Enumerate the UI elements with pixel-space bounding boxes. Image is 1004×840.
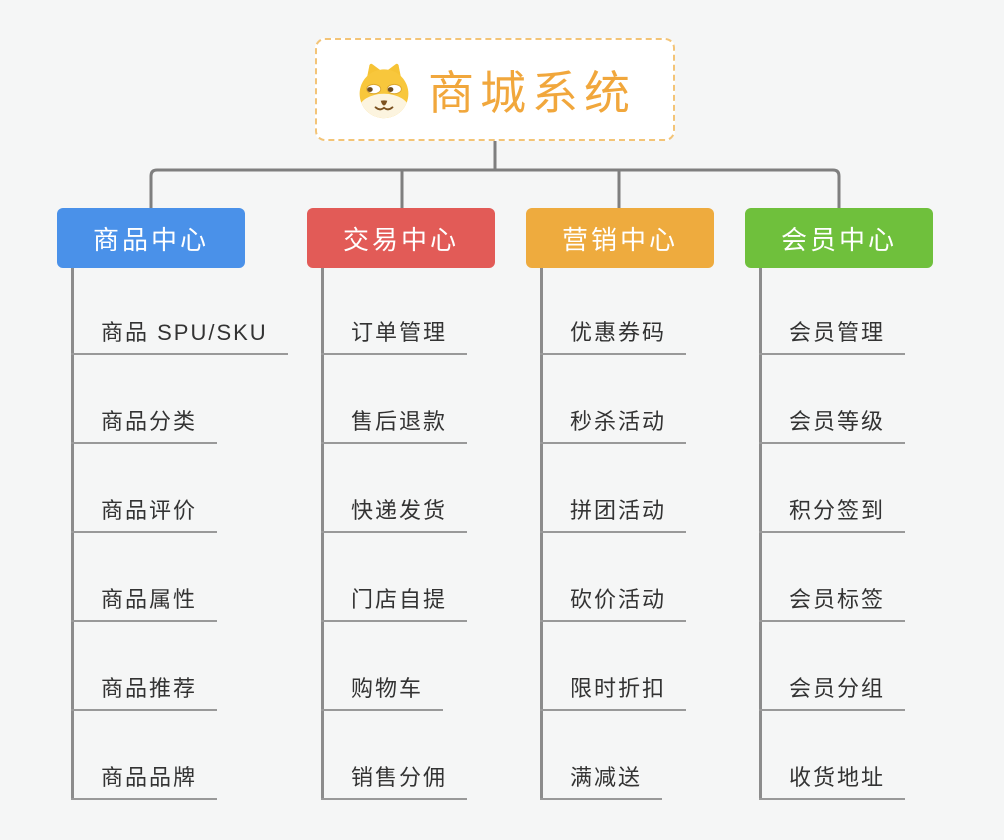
leaf-node[interactable]: 订单管理 — [321, 319, 468, 355]
leaf-node[interactable]: 会员管理 — [759, 319, 906, 355]
branch-member-center: 会员中心 会员管理 会员等级 积分签到 会员标签 会员分组 收货地址 — [745, 208, 985, 808]
leaf-node[interactable]: 满减送 — [540, 764, 663, 800]
leaf-node[interactable]: 售后退款 — [321, 408, 468, 444]
leaf-node[interactable]: 商品 SPU/SKU — [71, 319, 288, 355]
leaf-node[interactable]: 积分签到 — [759, 497, 906, 533]
branch-trunk-line — [540, 268, 543, 800]
dog-face-icon — [359, 63, 409, 118]
branch-product-center: 商品中心 商品 SPU/SKU 商品分类 商品评价 商品属性 商品推荐 商品品牌 — [57, 208, 297, 808]
leaf-node[interactable]: 商品推荐 — [71, 675, 218, 711]
leaf-node[interactable]: 收货地址 — [759, 764, 906, 800]
root-node[interactable]: 商城系统 — [315, 38, 675, 141]
branch-marketing-center: 营销中心 优惠券码 秒杀活动 拼团活动 砍价活动 限时折扣 满减送 — [526, 208, 766, 808]
leaf-node[interactable]: 销售分佣 — [321, 764, 468, 800]
leaf-node[interactable]: 限时折扣 — [540, 675, 687, 711]
leaf-node[interactable]: 商品品牌 — [71, 764, 218, 800]
leaf-node[interactable]: 商品属性 — [71, 586, 218, 622]
leaf-node[interactable]: 优惠券码 — [540, 319, 687, 355]
leaf-node[interactable]: 拼团活动 — [540, 497, 687, 533]
leaf-node[interactable]: 会员分组 — [759, 675, 906, 711]
branch-node[interactable]: 营销中心 — [526, 208, 714, 268]
root-title: 商城系统 — [428, 66, 636, 119]
leaf-node[interactable]: 商品分类 — [71, 408, 218, 444]
leaf-node[interactable]: 快递发货 — [321, 497, 468, 533]
leaf-node[interactable]: 会员等级 — [759, 408, 906, 444]
leaf-node[interactable]: 购物车 — [321, 675, 444, 711]
branch-node[interactable]: 会员中心 — [745, 208, 933, 268]
leaf-node[interactable]: 砍价活动 — [540, 586, 687, 622]
branch-trunk-line — [321, 268, 324, 800]
branch-trunk-line — [71, 268, 74, 800]
leaf-node[interactable]: 秒杀活动 — [540, 408, 687, 444]
branch-node[interactable]: 交易中心 — [307, 208, 495, 268]
leaf-node[interactable]: 门店自提 — [321, 586, 468, 622]
leaf-node[interactable]: 商品评价 — [71, 497, 218, 533]
branch-trade-center: 交易中心 订单管理 售后退款 快递发货 门店自提 购物车 销售分佣 — [307, 208, 547, 808]
branch-node[interactable]: 商品中心 — [57, 208, 245, 268]
leaf-node[interactable]: 会员标签 — [759, 586, 906, 622]
branch-trunk-line — [759, 268, 762, 800]
